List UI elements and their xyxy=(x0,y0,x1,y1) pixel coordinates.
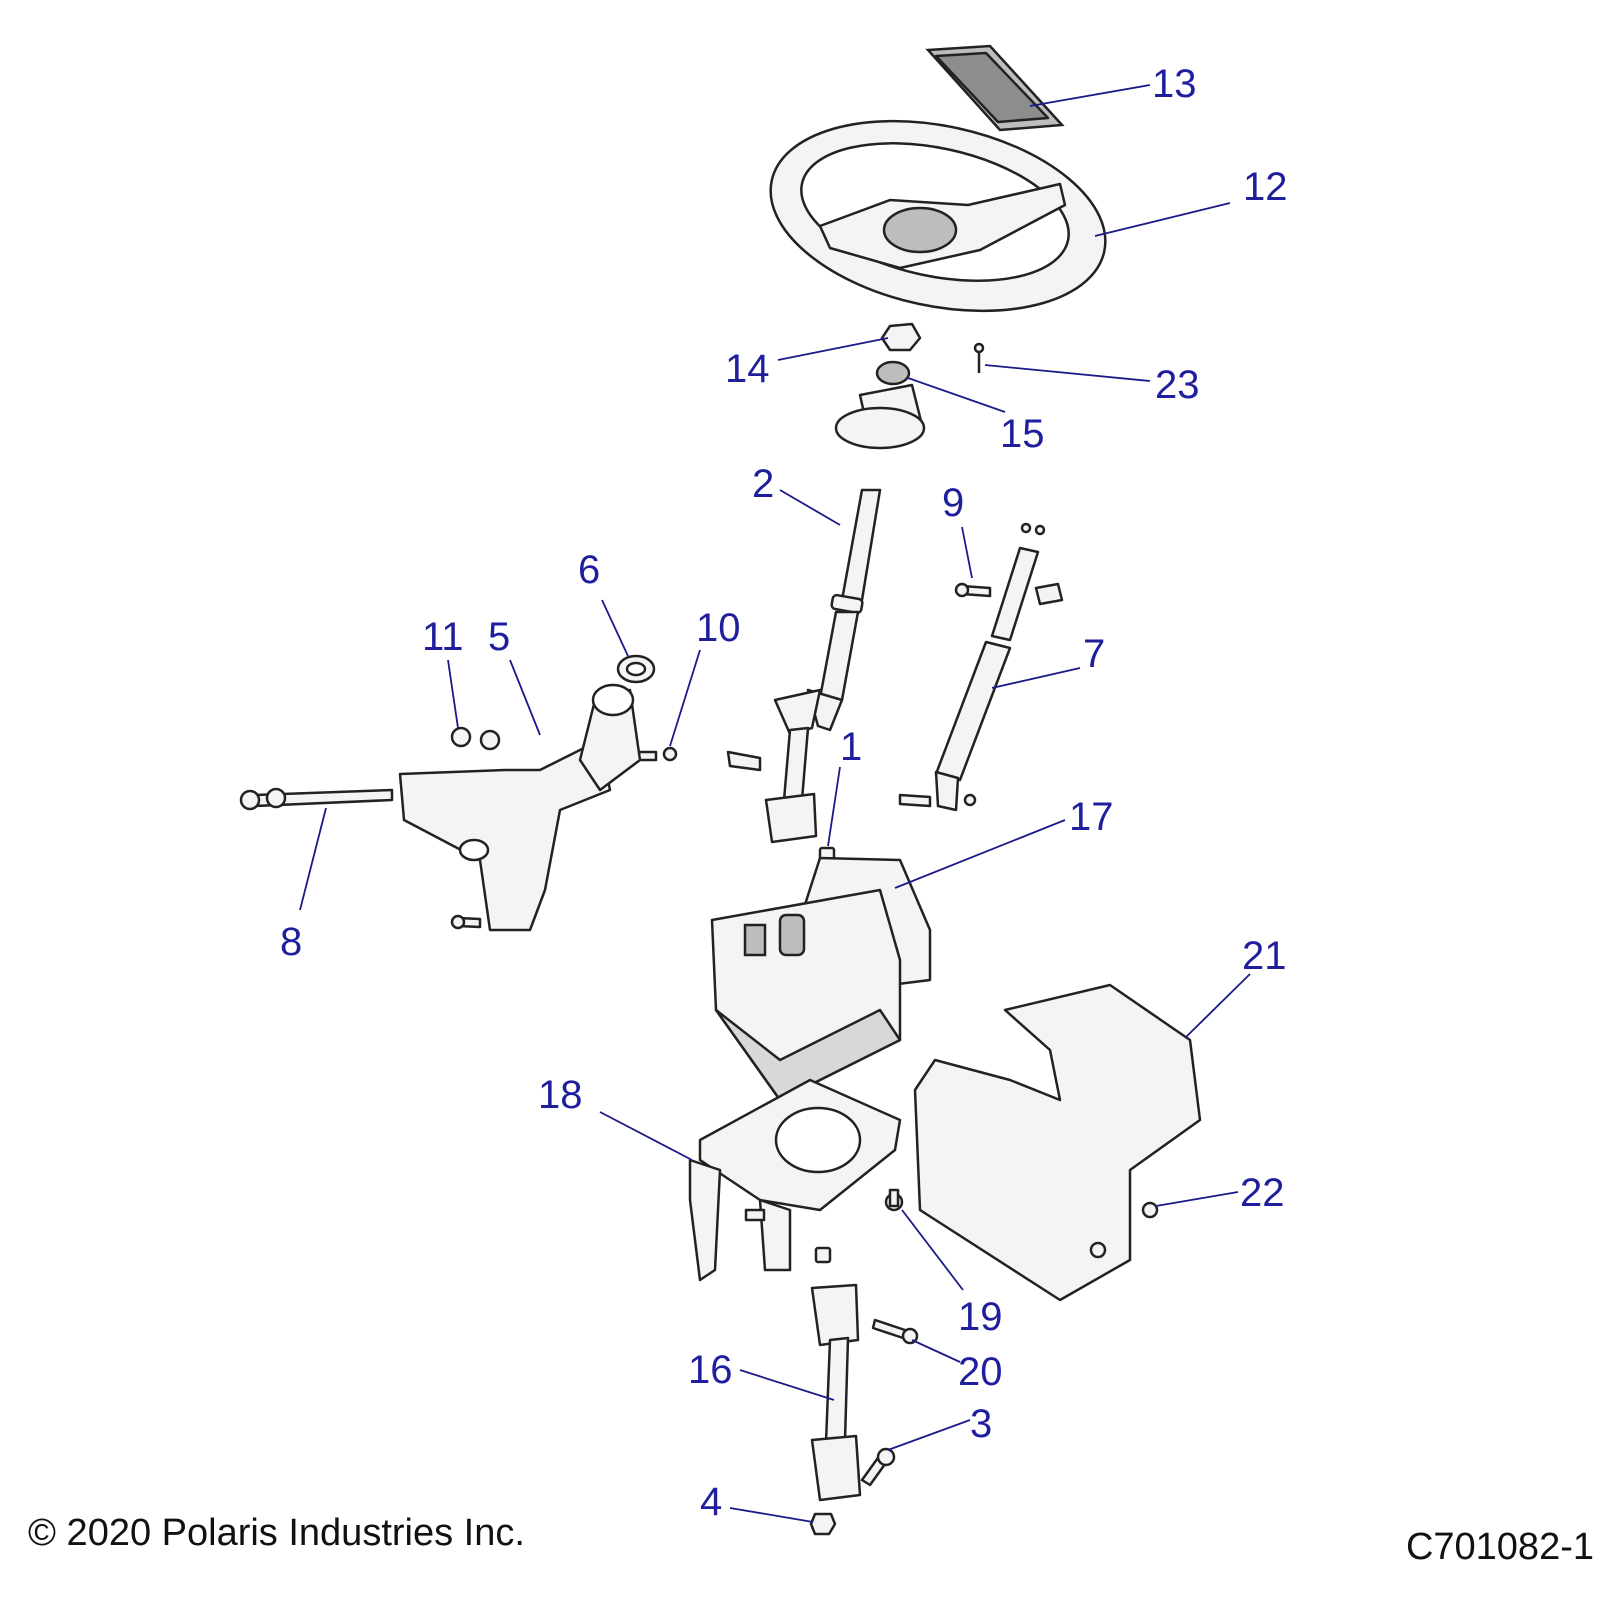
callout-18: 18 xyxy=(538,1073,583,1117)
leader-12 xyxy=(1094,202,1231,237)
part-14-nut xyxy=(880,322,922,352)
callout-2: 2 xyxy=(752,462,774,506)
part-12-steering-wheel xyxy=(769,119,1107,313)
leader-9 xyxy=(961,526,973,579)
callout-9: 9 xyxy=(942,481,964,525)
callout-4: 4 xyxy=(700,1480,722,1524)
callout-21: 21 xyxy=(1242,934,1287,978)
leader-17 xyxy=(894,819,1066,889)
part-16-intermediate-shaft xyxy=(810,1246,862,1502)
drawing-number: C701082-1 xyxy=(1405,1526,1594,1568)
leader-23 xyxy=(984,364,1151,382)
leader-lines xyxy=(299,84,1251,1523)
leader-1 xyxy=(827,766,841,847)
leader-4 xyxy=(729,1507,814,1523)
callout-19: 19 xyxy=(958,1295,1003,1339)
part-3-bolt xyxy=(860,1447,896,1487)
leader-15 xyxy=(907,377,1006,413)
callout-20: 20 xyxy=(958,1350,1003,1394)
callout-16: 16 xyxy=(688,1348,733,1392)
callout-labels: 13 12 14 15 23 2 9 7 6 10 11 5 1 17 8 21… xyxy=(280,62,1288,1524)
part-2-steering-shaft xyxy=(806,488,882,732)
part-20-bolt xyxy=(871,1318,919,1345)
leader-3 xyxy=(887,1419,971,1451)
part-7-gas-strut xyxy=(898,522,1064,812)
part-23-screw xyxy=(973,342,985,373)
part-6-bearing xyxy=(616,654,656,684)
leader-7 xyxy=(991,667,1081,689)
callout-8: 8 xyxy=(280,920,302,964)
part-13-horn-pad xyxy=(925,44,1065,132)
leader-21 xyxy=(1184,973,1251,1039)
part-19-bolt xyxy=(884,1188,904,1212)
leader-18 xyxy=(599,1111,693,1161)
callout-15: 15 xyxy=(1000,412,1045,456)
part-15-bushing xyxy=(834,360,926,450)
callout-3: 3 xyxy=(970,1402,992,1446)
callout-14: 14 xyxy=(725,347,770,391)
leader-22 xyxy=(1155,1191,1239,1207)
callout-23: 23 xyxy=(1155,363,1200,407)
callout-11: 11 xyxy=(422,615,464,659)
callout-17: 17 xyxy=(1069,795,1114,839)
leader-14 xyxy=(777,337,889,361)
leader-20 xyxy=(911,1339,961,1363)
leader-5 xyxy=(509,659,541,736)
callout-22: 22 xyxy=(1240,1171,1285,1215)
leader-2 xyxy=(779,489,841,526)
part-9-bolt xyxy=(954,582,992,598)
callout-10: 10 xyxy=(696,606,741,650)
part-18-mount-plate xyxy=(688,1078,902,1282)
part-21-column-cover xyxy=(913,983,1202,1302)
leader-10 xyxy=(669,649,701,747)
leader-11 xyxy=(447,659,459,729)
part-22-screws xyxy=(1089,1201,1159,1259)
copyright-notice: © 2020 Polaris Industries Inc. xyxy=(28,1512,525,1554)
leader-8 xyxy=(299,807,327,911)
part-17-power-steering-unit xyxy=(710,856,932,1102)
callout-5: 5 xyxy=(488,615,510,659)
callout-12: 12 xyxy=(1243,165,1288,209)
leader-19 xyxy=(901,1209,964,1291)
callout-1: 1 xyxy=(840,725,862,769)
part-5-steering-bracket xyxy=(398,683,642,932)
leader-16 xyxy=(739,1369,835,1401)
part-11-nuts xyxy=(450,726,501,751)
leader-13 xyxy=(1029,84,1151,107)
callout-13: 13 xyxy=(1152,62,1197,106)
leader-6 xyxy=(601,599,629,657)
callout-6: 6 xyxy=(578,548,600,592)
callout-7: 7 xyxy=(1083,632,1105,676)
part-8-bolts xyxy=(239,787,482,930)
part-4-nut xyxy=(809,1512,837,1536)
